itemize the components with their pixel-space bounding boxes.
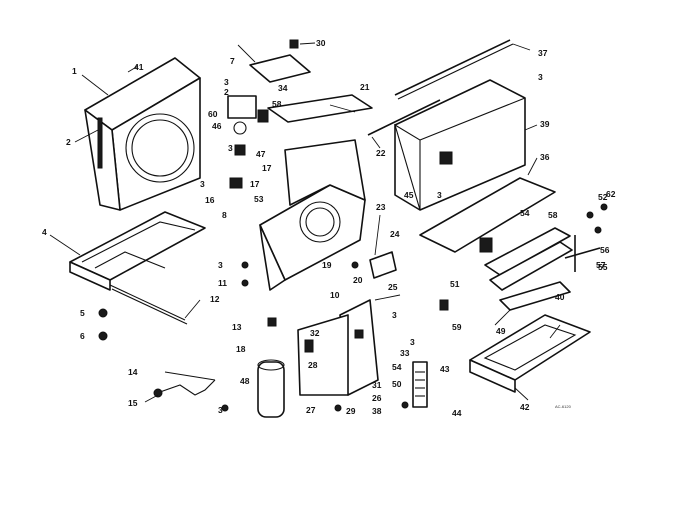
callout-label: 3 [538,72,543,82]
capacitor [257,359,285,418]
callout-label: 3 [392,310,397,320]
drip-tray [469,314,591,393]
callout-label: 5 [80,308,85,318]
callout-label: 4 [42,227,47,237]
cabinet-wrapper [394,79,526,211]
callout-label: 3 [228,143,233,153]
callout-label: 36 [540,152,550,162]
leader-lines [49,42,561,403]
callout-label: 2 [224,87,229,97]
front-grille-panel [84,57,201,211]
callout-label: 50 [392,379,402,389]
callout-label: 33 [400,348,410,358]
control-bracket [249,39,311,83]
callout-label: 7 [230,56,235,66]
callout-label: 58 [548,210,558,220]
callout-label: 20 [353,275,363,285]
callout-label: 42 [520,402,530,412]
callout-label: 58 [272,99,282,109]
callout-label: 18 [236,344,246,354]
callout-label: 28 [308,360,318,370]
callout-label: 56 [600,245,610,255]
callout-label: 12 [210,294,220,304]
callout-label: 52 [598,192,608,202]
callout-label: 34 [278,83,288,93]
callout-label: 8 [222,210,227,220]
callout-label: 2 [66,137,71,147]
callout-label: 39 [540,119,550,129]
base-pan [69,211,206,291]
callout-label: 3 [410,337,415,347]
callout-label: 17 [250,179,260,189]
callout-label: 40 [555,292,565,302]
power-cord [153,379,216,398]
callout-label: 51 [450,279,460,289]
callout-label: 29 [346,406,356,416]
callout-label: 21 [360,82,370,92]
callout-label: 41 [134,62,144,72]
callout-label: 45 [404,190,414,200]
callout-label: 53 [254,194,264,204]
callout-label: 43 [440,364,450,374]
callout-label: 16 [205,195,215,205]
top-cover-plate [267,94,373,123]
callout-label: 62 [606,189,616,199]
callout-label: 1 [72,66,77,76]
callout-label: 6 [80,331,85,341]
callout-label: 17 [262,163,272,173]
callout-label: 47 [256,149,266,159]
filter-plate [499,281,571,311]
callout-label: 15 [128,398,138,408]
callout-label: 25 [388,282,398,292]
callout-label: 44 [452,408,462,418]
callout-label: 19 [322,260,332,270]
callout-label: 11 [218,278,227,288]
callout-label: 3 [224,77,229,87]
small-bracket [369,251,397,279]
base-tray-right [419,177,556,253]
callout-label: 10 [330,290,340,300]
callout-label: 26 [372,393,382,403]
drawing-reference-code: AC-6120 [555,404,572,409]
callout-label: 30 [316,38,326,48]
callout-label: 27 [306,405,316,415]
callout-label: 48 [240,376,250,386]
mounting-bracket [564,203,608,272]
callout-label: 49 [496,326,506,336]
callout-label: 22 [376,148,386,158]
callout-label: 38 [372,406,382,416]
louver-strip [412,361,428,408]
callout-label: 31 [372,380,382,390]
fan-shroud [259,139,366,291]
callout-label: 24 [390,229,400,239]
divider-strip [367,99,441,136]
callout-label: 13 [232,322,242,332]
top-rail [394,39,514,100]
callout-label: 59 [452,322,462,332]
callout-label: 23 [376,202,386,212]
callout-label: 3 [218,260,223,270]
callout-label: 3 [200,179,205,189]
screws [98,261,449,412]
callout-label: 3 [218,405,223,415]
callout-label: 54 [520,208,530,218]
callout-label: 3 [437,190,442,200]
callout-label: 46 [212,121,222,131]
callout-label: 37 [538,48,548,58]
switch-assembly [227,95,269,189]
callout-label: 14 [128,367,138,377]
callout-label: 54 [392,362,402,372]
callout-label: 55 [598,262,608,272]
callout-label: 32 [310,328,320,338]
callout-labels: 1 41 2 4 5 6 3 11 12 13 7 30 3 2 34 58 6… [42,38,616,418]
evaporator-coil [479,227,573,291]
callout-label: 57 [596,260,606,270]
callout-label: 60 [208,109,218,119]
partition-panel [297,299,379,396]
support-rod [109,284,188,325]
